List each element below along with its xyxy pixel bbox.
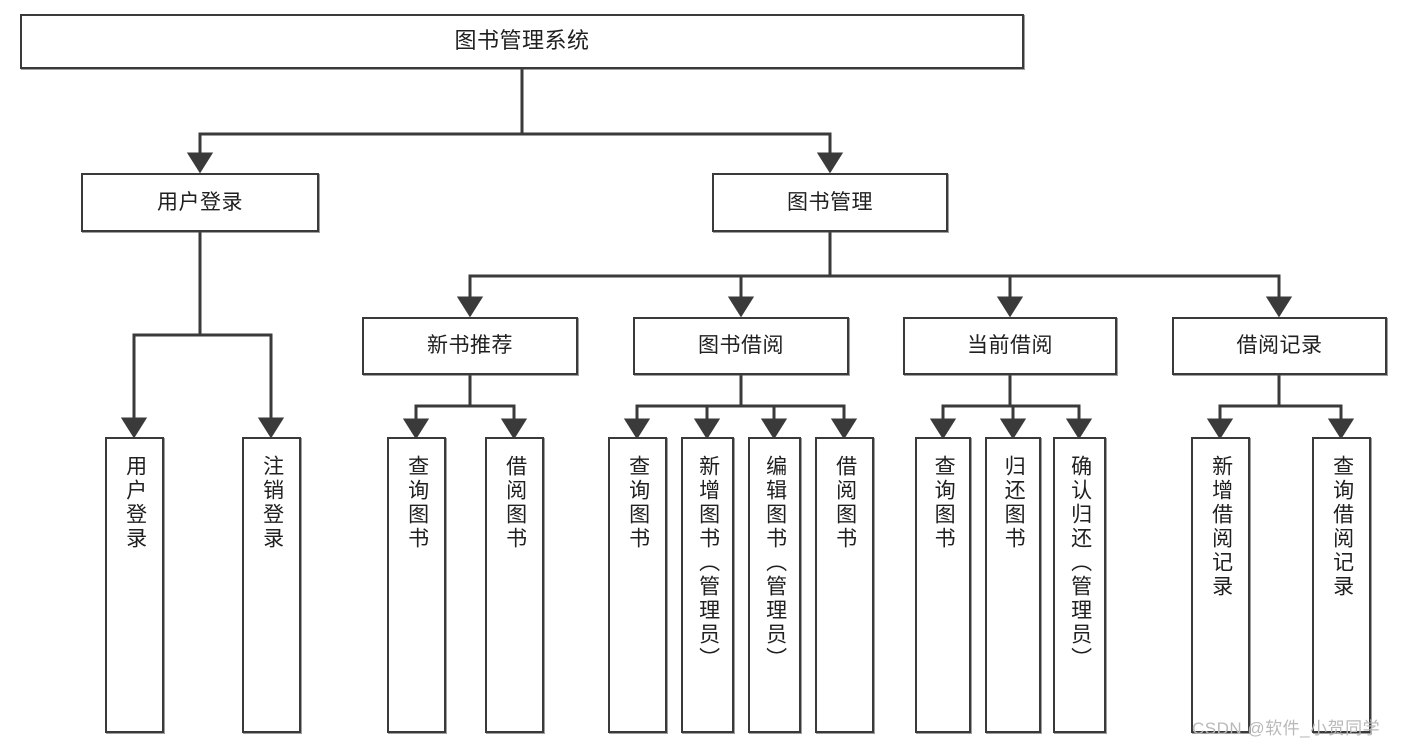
node-user-login-label: 用户登录 xyxy=(157,190,243,214)
node-leaf-confirm-return-admin-label: 确认归还（管理员） xyxy=(1068,455,1092,671)
node-leaf-logout[interactable]: 注销登录 xyxy=(242,437,301,733)
node-leaf-user-login-label: 用户登录 xyxy=(123,455,147,551)
node-leaf-add-book-admin-label: 新增图书（管理员） xyxy=(696,455,720,671)
node-leaf-query-books-3-label: 查询图书 xyxy=(932,455,956,551)
node-new-book-recommend-label: 新书推荐 xyxy=(427,334,513,358)
node-current-borrow-label: 当前借阅 xyxy=(967,334,1053,358)
node-leaf-query-borrow-record-label: 查询借阅记录 xyxy=(1330,455,1354,599)
node-leaf-edit-book-admin[interactable]: 编辑图书（管理员） xyxy=(748,437,801,733)
node-leaf-query-books-2[interactable]: 查询图书 xyxy=(608,437,667,733)
node-leaf-confirm-return-admin[interactable]: 确认归还（管理员） xyxy=(1053,437,1106,733)
node-book-borrow-label: 图书借阅 xyxy=(698,334,784,358)
node-leaf-query-books-3[interactable]: 查询图书 xyxy=(915,437,971,733)
node-leaf-query-books-1[interactable]: 查询图书 xyxy=(387,437,446,733)
node-leaf-edit-book-admin-label: 编辑图书（管理员） xyxy=(763,455,787,671)
node-leaf-add-borrow-record-label: 新增借阅记录 xyxy=(1209,455,1233,599)
node-book-borrow[interactable]: 图书借阅 xyxy=(633,317,849,375)
node-leaf-return-books-label: 归还图书 xyxy=(1002,455,1026,551)
node-book-management[interactable]: 图书管理 xyxy=(712,173,948,232)
node-leaf-add-book-admin[interactable]: 新增图书（管理员） xyxy=(681,437,734,733)
node-leaf-query-borrow-record[interactable]: 查询借阅记录 xyxy=(1312,437,1371,733)
node-book-management-label: 图书管理 xyxy=(787,190,873,214)
node-root[interactable]: 图书管理系统 xyxy=(20,14,1024,69)
node-leaf-borrow-books-2[interactable]: 借阅图书 xyxy=(815,437,874,733)
node-leaf-user-login[interactable]: 用户登录 xyxy=(105,437,164,733)
node-leaf-add-borrow-record[interactable]: 新增借阅记录 xyxy=(1191,437,1250,733)
node-leaf-return-books[interactable]: 归还图书 xyxy=(985,437,1041,733)
node-root-label: 图书管理系统 xyxy=(454,28,590,54)
node-user-login[interactable]: 用户登录 xyxy=(81,173,319,232)
node-leaf-borrow-books-1[interactable]: 借阅图书 xyxy=(485,437,544,733)
node-leaf-logout-label: 注销登录 xyxy=(260,455,284,551)
node-leaf-borrow-books-2-label: 借阅图书 xyxy=(833,455,857,551)
node-new-book-recommend[interactable]: 新书推荐 xyxy=(362,317,578,375)
node-leaf-query-books-1-label: 查询图书 xyxy=(405,455,429,551)
node-leaf-query-books-2-label: 查询图书 xyxy=(626,455,650,551)
node-leaf-borrow-books-1-label: 借阅图书 xyxy=(503,455,527,551)
node-borrow-record-label: 借阅记录 xyxy=(1236,334,1323,358)
node-current-borrow[interactable]: 当前借阅 xyxy=(903,317,1117,375)
node-borrow-record[interactable]: 借阅记录 xyxy=(1172,317,1387,375)
